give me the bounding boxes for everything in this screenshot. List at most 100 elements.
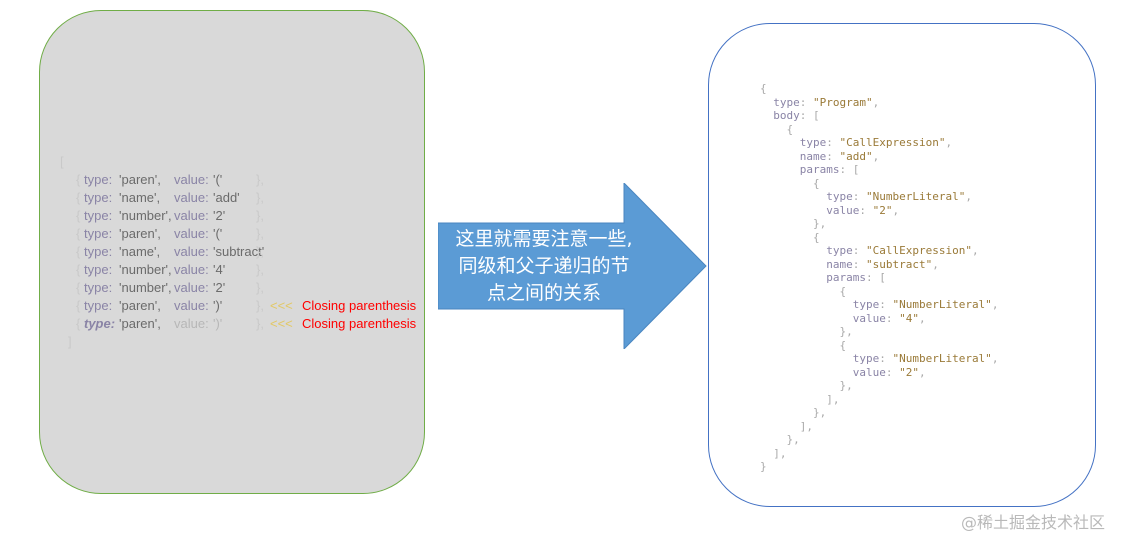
ast-punct: : (879, 352, 893, 365)
ast-punct (760, 352, 853, 365)
token-value-key: value: (174, 172, 213, 187)
ast-punct: ], (760, 392, 840, 406)
token-type-value: 'name', (119, 244, 164, 259)
ast-key: name (799, 149, 827, 163)
ast-line: { (760, 285, 846, 299)
token-type-key: type: (84, 226, 116, 241)
token-close-brace: }, (256, 244, 264, 259)
ast-punct: , (918, 365, 926, 379)
ast-line: { (760, 339, 846, 353)
ast-line: ], (760, 420, 813, 434)
token-value: ')' (213, 298, 223, 313)
arrow-label-line: 同级和父子递归的节 (458, 255, 630, 277)
ast-punct: }, (760, 325, 853, 338)
token-value: '2' (213, 280, 226, 295)
ast-line: { (760, 177, 820, 191)
token-value-key: value: (174, 208, 213, 223)
ast-line: { (760, 82, 767, 96)
ast-punct: { (760, 176, 820, 190)
token-type-key: type: (84, 316, 119, 331)
ast-punct: : (826, 149, 840, 163)
ast-punct: , (872, 149, 880, 163)
arrow-label-line: 点之间的关系 (486, 282, 601, 304)
ast-line: name: "add", (760, 149, 880, 164)
token-value-key: value: (174, 280, 213, 295)
token-open-brace: { (76, 316, 84, 331)
ast-punct (760, 163, 800, 176)
ast-line: ], (760, 393, 839, 407)
ast-punct: : (885, 365, 900, 379)
ast-punct: : (852, 257, 866, 271)
token-value-key: value: (174, 262, 213, 277)
token-type-value: 'paren', (119, 226, 165, 241)
ast-line: value: "2", (760, 366, 926, 380)
ast-punct: : [ (839, 163, 860, 176)
ast-key: type (826, 244, 853, 257)
token-open-brace: { (76, 172, 84, 187)
token-value: '(' (213, 172, 223, 187)
token-value: '(' (213, 226, 223, 241)
ast-line: type: "NumberLiteral", (760, 298, 999, 312)
ast-line: value: "4", (760, 312, 926, 326)
ast-key: params (799, 163, 840, 176)
token-value: '2' (213, 208, 226, 223)
ast-line: } (760, 460, 767, 474)
ast-punct: : (859, 203, 873, 217)
annotation-arrow: <<< (270, 316, 297, 331)
ast-punct (760, 136, 800, 149)
ast-punct: , (991, 298, 999, 311)
ast-line: type: "CallExpression", (760, 136, 952, 150)
ast-punct: , (872, 95, 880, 109)
token-type-key: type: (84, 190, 116, 205)
ast-key: type (826, 190, 853, 203)
token-type-value: 'paren', (119, 172, 165, 187)
tokens-panel (39, 10, 425, 494)
ast-string: "CallExpression" (839, 136, 946, 149)
ast-line: { (760, 231, 820, 245)
ast-punct: , (932, 257, 939, 271)
token-close-brace: }, (256, 208, 264, 223)
ast-punct (760, 312, 853, 325)
watermark: @稀土掘金技术社区 (960, 513, 1105, 532)
token-open-brace: { (76, 298, 84, 313)
token-open-brace: { (76, 280, 84, 295)
ast-key: type (852, 352, 880, 365)
token-open-brace: { (76, 226, 84, 241)
ast-string: "add" (839, 149, 873, 163)
token-type-key: type: (84, 262, 116, 277)
ast-line: }, (760, 406, 826, 420)
ast-key: type (799, 136, 827, 149)
ast-punct: { (760, 122, 794, 136)
token-type-value: 'paren', (119, 298, 165, 313)
ast-key: body (773, 109, 800, 122)
ast-line: type: "Program", (760, 96, 879, 110)
ast-punct: }, (760, 406, 827, 419)
annotation-arrow: <<< (270, 298, 297, 313)
ast-key: name (826, 257, 853, 271)
ast-line: }, (760, 217, 826, 231)
ast-string: "Program" (813, 95, 873, 109)
token-type-key: type: (84, 244, 116, 259)
ast-punct (760, 109, 773, 122)
ast-punct (760, 366, 853, 379)
ast-key: type (773, 95, 800, 109)
token-close-brace: }, (256, 316, 264, 331)
ast-line: value: "2", (760, 204, 899, 218)
ast-punct: { (760, 230, 820, 244)
ast-punct (760, 96, 773, 109)
token-close-brace: }, (256, 226, 264, 241)
ast-punct (760, 271, 826, 284)
ast-punct: , (971, 244, 979, 257)
arrow-label: 这里就需要注意一些, 同级和父子递归的节 点之间的关系 (438, 226, 650, 307)
token-value-key: value: (174, 244, 213, 259)
ast-punct: } (760, 460, 767, 473)
token-close-brace: }, (256, 172, 264, 187)
ast-string: "NumberLiteral" (892, 298, 992, 311)
ast-string: "NumberLiteral" (865, 190, 966, 203)
token-open-brace: { (76, 190, 84, 205)
token-close-brace: }, (256, 262, 264, 277)
token-close-brace: }, (256, 280, 264, 295)
ast-line: { (760, 123, 793, 137)
token-value-key: value: (174, 298, 213, 313)
ast-punct: : (852, 244, 866, 257)
